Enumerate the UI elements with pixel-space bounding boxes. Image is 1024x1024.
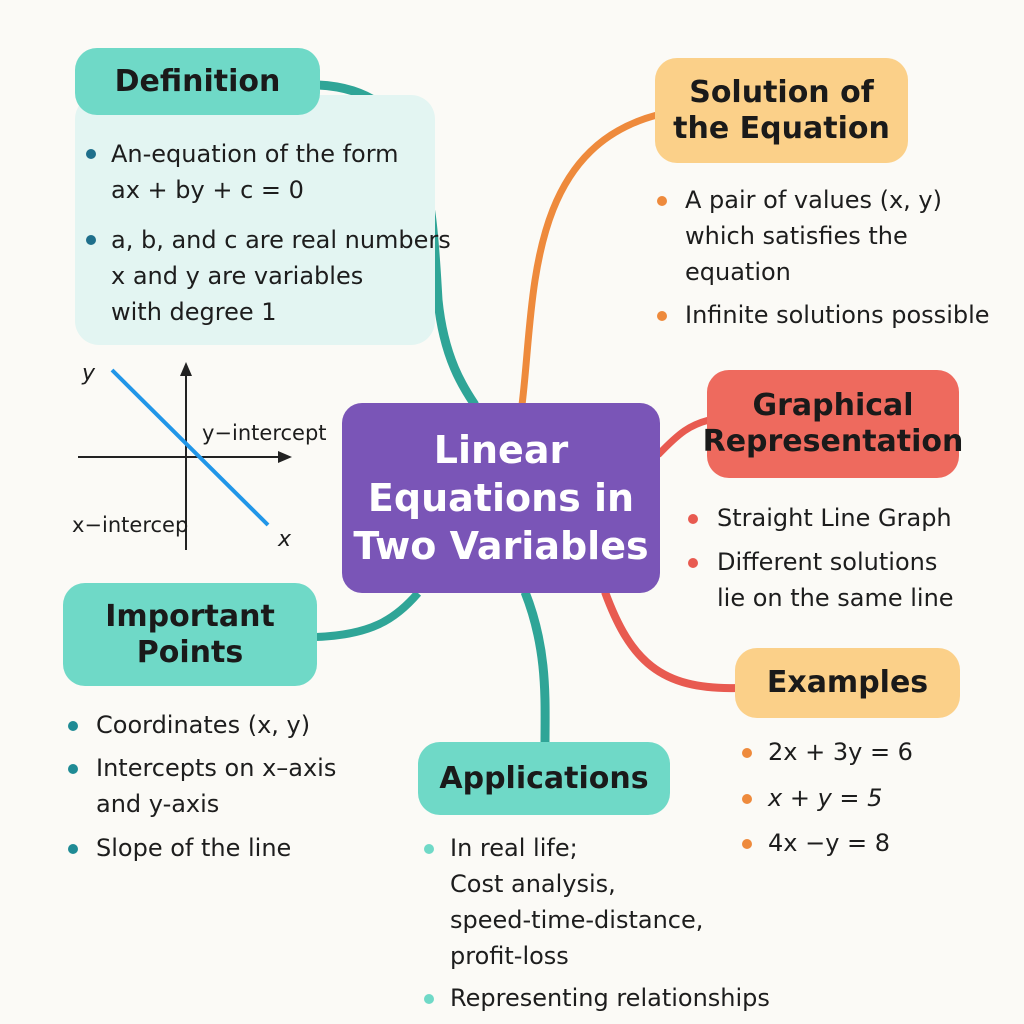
important-item: Slope of the line bbox=[96, 834, 292, 862]
applications-node[interactable]: Applications bbox=[418, 742, 670, 815]
bullet-icon bbox=[68, 721, 78, 731]
bullet-icon bbox=[68, 764, 78, 774]
bullet-icon bbox=[657, 311, 667, 321]
graphical-bullet-1: Straight Line Graph bbox=[717, 504, 952, 532]
bullet-icon bbox=[742, 794, 752, 804]
connector-applications bbox=[520, 590, 550, 745]
bullet-icon bbox=[742, 839, 752, 849]
center-line: Two Variables bbox=[353, 524, 649, 568]
bullet-icon bbox=[742, 748, 752, 758]
important-title: Points bbox=[136, 634, 244, 670]
bullet-icon bbox=[86, 235, 96, 245]
examples-title: Examples bbox=[766, 665, 929, 700]
graph-y-arrow bbox=[180, 362, 192, 376]
connector-graphical bbox=[655, 416, 710, 458]
graph-line bbox=[110, 368, 270, 527]
definition-title: Definition bbox=[114, 63, 281, 99]
center-line: Equations in bbox=[367, 476, 635, 520]
applications-bullet-1: In real life;Cost analysis,speed-time-di… bbox=[450, 834, 704, 970]
example-item: 4x −y = 8 bbox=[768, 829, 891, 857]
bullet-icon bbox=[688, 514, 698, 524]
graph-x-label: x bbox=[278, 527, 292, 552]
connector-solution bbox=[518, 111, 658, 406]
bullet-icon bbox=[424, 994, 434, 1004]
examples-node[interactable]: Examples bbox=[735, 648, 960, 718]
bullet-icon bbox=[424, 844, 434, 854]
bullet-icon bbox=[657, 196, 667, 206]
definition-node[interactable]: Definition bbox=[75, 48, 320, 115]
example-item: 2x + 3y = 6 bbox=[768, 738, 913, 766]
bullet-icon bbox=[688, 558, 698, 568]
graph-x-arrow bbox=[278, 451, 292, 463]
applications-bullet-2: Representing relationships bbox=[450, 984, 770, 1012]
important-item: Coordinates (x, y) bbox=[96, 711, 311, 739]
graph-y-label: y bbox=[82, 361, 96, 386]
applications-title: Applications bbox=[439, 760, 649, 796]
example-item: x + y = 5 bbox=[768, 784, 883, 812]
solution-title: the Equation bbox=[673, 110, 890, 146]
connector-examples bbox=[601, 590, 738, 693]
center-line: Linear bbox=[433, 428, 569, 472]
solution-bullet-2: Infinite solutions possible bbox=[685, 301, 990, 329]
bullet-icon bbox=[68, 844, 78, 854]
graph-y-intercept-label: y−intercept bbox=[202, 421, 327, 445]
connector-important bbox=[315, 590, 422, 641]
solution-title: Solution of bbox=[689, 74, 874, 110]
graphical-title: Graphical bbox=[752, 388, 914, 423]
solution-bullet-1: A pair of values (x, y)which satisfies t… bbox=[685, 186, 942, 286]
bullet-icon bbox=[86, 149, 96, 159]
graphical-title: Representation bbox=[702, 424, 964, 459]
graph-x-intercept-label: x−intercep bbox=[72, 513, 189, 537]
definition-box bbox=[75, 95, 435, 345]
central-topic-node[interactable]: Linear Equations in Two Variables bbox=[342, 403, 660, 593]
important-title: Important bbox=[105, 598, 275, 634]
